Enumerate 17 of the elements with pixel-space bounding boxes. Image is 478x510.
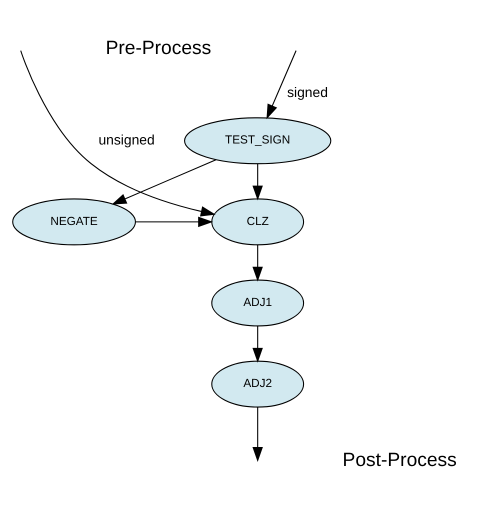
arrow bbox=[20, 50, 216, 216]
node-ellipse: TEST_SIGN bbox=[184, 116, 332, 164]
arrow bbox=[252, 163, 263, 200]
node-ellipse: NEGATE bbox=[12, 198, 136, 245]
label: Post-Process bbox=[342, 450, 457, 471]
node-ellipse: ADJ2 bbox=[211, 360, 304, 408]
node-ellipse: CLZ bbox=[211, 198, 304, 245]
arrow bbox=[252, 406, 263, 462]
label: Pre-Process bbox=[106, 38, 212, 59]
arrow bbox=[266, 50, 297, 119]
arrow bbox=[136, 216, 214, 227]
node-ellipse: ADJ1 bbox=[211, 279, 304, 326]
edge-label: unsigned bbox=[98, 130, 155, 147]
edge-label: signed bbox=[287, 83, 328, 100]
arrow bbox=[112, 158, 216, 204]
arrow bbox=[252, 244, 263, 282]
arrow bbox=[252, 326, 263, 362]
